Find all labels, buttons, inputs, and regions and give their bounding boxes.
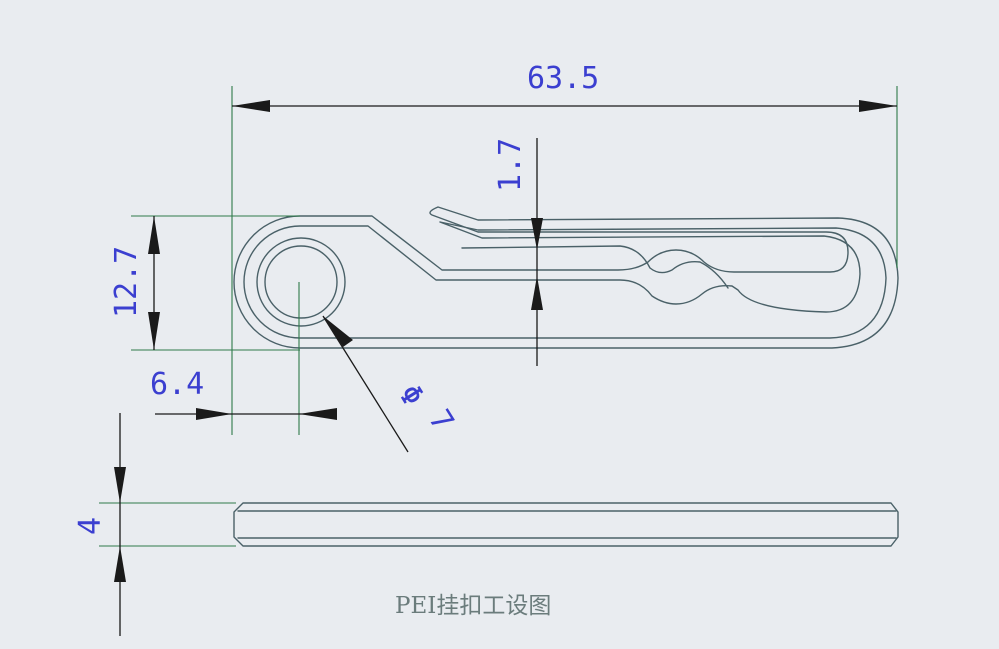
part-side-view [233, 502, 899, 547]
side-outline [233, 502, 899, 547]
drawing-caption: PEI挂扣工设图 [395, 593, 551, 619]
part-top-view [233, 206, 899, 349]
dim-slot-gap-label: 1.7 [493, 138, 528, 192]
arrow-down [531, 218, 543, 250]
arrow-left [232, 100, 270, 112]
dim-overall-length-label: 63.5 [527, 61, 599, 96]
part-inner-outline [243, 221, 887, 339]
arrow-up [531, 276, 543, 310]
dim-height-label: 12.7 [109, 246, 144, 318]
dim-hole-offset-label: 6.4 [150, 367, 204, 402]
dim-thickness: 4 [73, 413, 126, 636]
extension-lines [99, 86, 898, 547]
arrow-left [299, 408, 337, 420]
arrow-down [114, 467, 126, 503]
hole-inner [264, 245, 338, 319]
arrow-up [114, 546, 126, 582]
arrow-right [859, 100, 897, 112]
diameter-symbol: Φ [391, 379, 430, 413]
dim-hole-offset: 6.4 [150, 367, 337, 420]
dim-thickness-label: 4 [73, 517, 108, 535]
arrow-head-leader [323, 316, 353, 347]
dim-hole-diameter: Φ 7 [322, 315, 460, 453]
part-center-ridge [461, 245, 729, 289]
dim-height: 12.7 [109, 216, 160, 350]
dim-hole-diameter-leader [322, 315, 409, 453]
hole-outer [256, 237, 346, 327]
part-outer-outline [233, 206, 899, 349]
dim-hole-diameter-label: 7 [421, 404, 460, 438]
arrow-up [148, 216, 160, 254]
dim-slot-gap: 1.7 [493, 138, 543, 366]
dim-overall-length: 63.5 [232, 61, 897, 112]
arrow-down [148, 312, 160, 350]
arrow-right [196, 408, 232, 420]
